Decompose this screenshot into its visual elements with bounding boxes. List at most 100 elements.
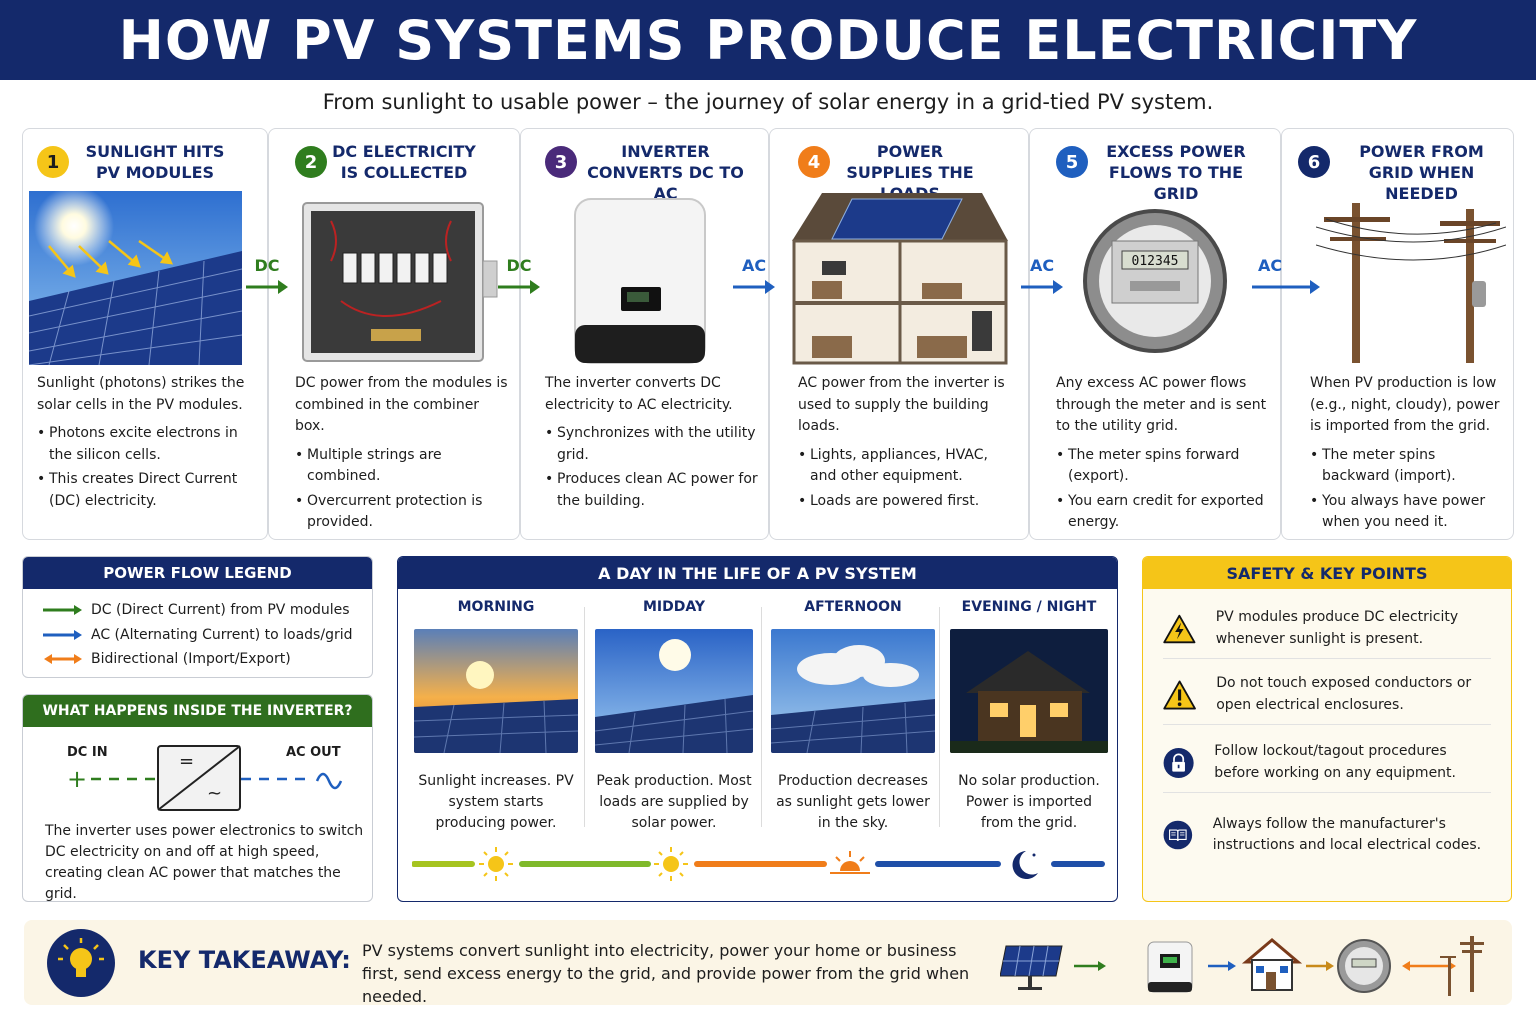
green-arrow-icon: [498, 280, 540, 294]
step-number-5: 5: [1056, 146, 1088, 178]
legend-item-ac: AC (Alternating Current) to loads/grid: [23, 623, 372, 648]
svg-text:=: =: [179, 751, 194, 772]
safety-panel: SAFETY & KEY POINTS PV modules produce D…: [1142, 556, 1512, 902]
day-in-life-panel: A DAY IN THE LIFE OF A PV SYSTEM MORNING…: [397, 556, 1118, 902]
step-title-5: EXCESS POWER FLOWS TO THE GRID: [1106, 142, 1246, 203]
day-panel-title: A DAY IN THE LIFE OF A PV SYSTEM: [398, 557, 1117, 589]
flow-summary-icons: [1000, 936, 1484, 996]
connector-label: DC: [506, 256, 532, 275]
step-description: DC power from the modules is combined in…: [295, 375, 508, 434]
solar-panel-icon: [1000, 945, 1063, 990]
utility-pole-icon: [1440, 936, 1484, 996]
utility-meter-image: 012345: [1083, 209, 1227, 353]
step-text-2: DC power from the modules is combined in…: [295, 373, 509, 537]
inverter-panel-title: WHAT HAPPENS INSIDE THE INVERTER?: [23, 695, 372, 727]
power-flow-legend: POWER FLOW LEGEND DC (Direct Current) fr…: [22, 556, 373, 678]
daylight-timeline: [412, 847, 1105, 881]
moon-icon: [1012, 851, 1038, 879]
step-bullet: You earn credit for exported energy.: [1056, 491, 1270, 534]
electric-hazard-icon: [1163, 614, 1196, 643]
period-name: MIDDAY: [642, 599, 705, 615]
legend-item-dc: DC (Direct Current) from PV modules: [23, 598, 372, 623]
step-title-2: DC ELECTRICITY IS COLLECTED: [332, 142, 476, 182]
period-name: EVENING / NIGHT: [961, 599, 1097, 615]
step-card-3: 3 INVERTER CONVERTS DC TO AC The inverte…: [520, 128, 769, 540]
step-description: The inverter converts DC electricity to …: [545, 375, 733, 413]
afternoon-panels-image: [770, 629, 936, 754]
legend-label: AC (Alternating Current) to loads/grid: [91, 626, 353, 643]
step-card-4: 4 POWER SUPPLIES THE LOADS AC power from…: [769, 128, 1029, 540]
double-arrow-icon: [44, 654, 82, 665]
safety-text: Always follow the manufacturer's instruc…: [1212, 815, 1482, 854]
safety-item: Follow lockout/tagout procedures before …: [1163, 733, 1491, 793]
step-text-1: Sunlight (photons) strikes the solar cel…: [37, 373, 257, 515]
period-afternoon: AFTERNOON Production decreases as sunlig…: [770, 599, 936, 834]
night-house-image: [950, 629, 1108, 753]
step-number-4: 4: [798, 146, 830, 178]
step-bullet: Multiple strings are combined.: [295, 445, 509, 488]
connector-label: AC: [1029, 256, 1055, 275]
step-number-6: 6: [1298, 146, 1330, 178]
step-description: Any excess AC power flows through the me…: [1056, 375, 1267, 434]
step-title-6: POWER FROM GRID WHEN NEEDED: [1359, 142, 1484, 203]
step-text-5: Any excess AC power flows through the me…: [1056, 373, 1270, 537]
utility-poles-image: [1316, 203, 1506, 363]
warning-icon: [1163, 680, 1196, 709]
legend-label: Bidirectional (Import/Export): [91, 651, 291, 668]
inverter-image: [574, 198, 706, 364]
connector-ac-2: AC: [1017, 256, 1067, 301]
safety-item: PV modules produce DC electricity whenev…: [1163, 599, 1491, 659]
manual-book-icon: [1163, 820, 1193, 850]
blue-arrow-icon: [1252, 280, 1320, 294]
period-description: No solar production. Power is imported f…: [958, 773, 1100, 831]
dc-in-label: DC IN: [67, 745, 108, 760]
step-bullet: Photons excite electrons in the silicon …: [37, 423, 257, 466]
lightbulb-icon: [47, 929, 115, 997]
inverter-icon: [1147, 941, 1193, 993]
connector-label: AC: [1258, 256, 1283, 275]
period-morning: MORNING Sunlight increases. PV system st…: [413, 599, 579, 834]
step-bullet: Loads are powered first.: [798, 491, 1018, 513]
period-description: Peak production. Most loads are supplied…: [596, 773, 752, 831]
connector-ac-1: AC: [729, 256, 779, 301]
connector-dc-1: DC: [242, 256, 292, 301]
step-number-3: 3: [545, 146, 577, 178]
solar-panels-sun-image: [29, 191, 242, 365]
period-midday: MIDDAY Peak production. Most loads are s…: [594, 599, 754, 834]
key-takeaway-bar: KEY TAKEAWAY: PV systems convert sunligh…: [24, 920, 1512, 1006]
house-icon: [1241, 938, 1303, 991]
page-subtitle: From sunlight to usable power – the jour…: [322, 90, 1214, 114]
safety-item: Do not touch exposed conductors or open …: [1163, 665, 1491, 725]
step-bullet: You always have power when you need it.: [1310, 491, 1503, 534]
green-arrow-icon: [246, 280, 288, 294]
svg-text:~: ~: [207, 783, 222, 804]
connector-dc-2: DC: [494, 256, 544, 301]
sun-icon: [479, 847, 513, 881]
takeaway-text: PV systems convert sunlight into electri…: [362, 941, 970, 1006]
period-description: Sunlight increases. PV system starts pro…: [418, 773, 574, 831]
step-bullet: The meter spins forward (export).: [1056, 445, 1270, 488]
page-title: HOW PV SYSTEMS PRODUCE ELECTRICITY: [118, 8, 1418, 72]
step-card-1: 1 SUNLIGHT HITS PV MODULES Sunlight (pho…: [22, 128, 268, 540]
step-description: When PV production is low (e.g., night, …: [1310, 375, 1500, 434]
step-text-6: When PV production is low (e.g., night, …: [1310, 373, 1503, 537]
blue-arrow-icon: [1021, 280, 1063, 294]
sun-icon: [654, 847, 688, 881]
connector-label: DC: [254, 256, 280, 275]
step-card-2: 2 DC ELECTRICITY IS COLLECTED DC power f…: [268, 128, 520, 540]
connector-label: AC: [741, 256, 767, 275]
step-bullet: Produces clean AC power for the building…: [545, 469, 758, 512]
safety-text: Follow lockout/tagout procedures before …: [1214, 743, 1456, 781]
blue-arrow-icon: [733, 280, 775, 294]
takeaway-label: KEY TAKEAWAY:: [138, 946, 351, 974]
step-text-3: The inverter converts DC electricity to …: [545, 373, 758, 515]
period-name: AFTERNOON: [804, 599, 902, 615]
inverter-description: The inverter uses power electronics to s…: [45, 823, 364, 902]
step-number-1: 1: [37, 146, 69, 178]
legend-title: POWER FLOW LEGEND: [23, 557, 372, 589]
legend-label: DC (Direct Current) from PV modules: [91, 602, 350, 619]
safety-title: SAFETY & KEY POINTS: [1143, 557, 1511, 589]
combiner-box-image: [302, 202, 498, 362]
step-bullet: Synchronizes with the utility grid.: [545, 423, 758, 466]
connector-ac-3: AC: [1250, 256, 1330, 301]
